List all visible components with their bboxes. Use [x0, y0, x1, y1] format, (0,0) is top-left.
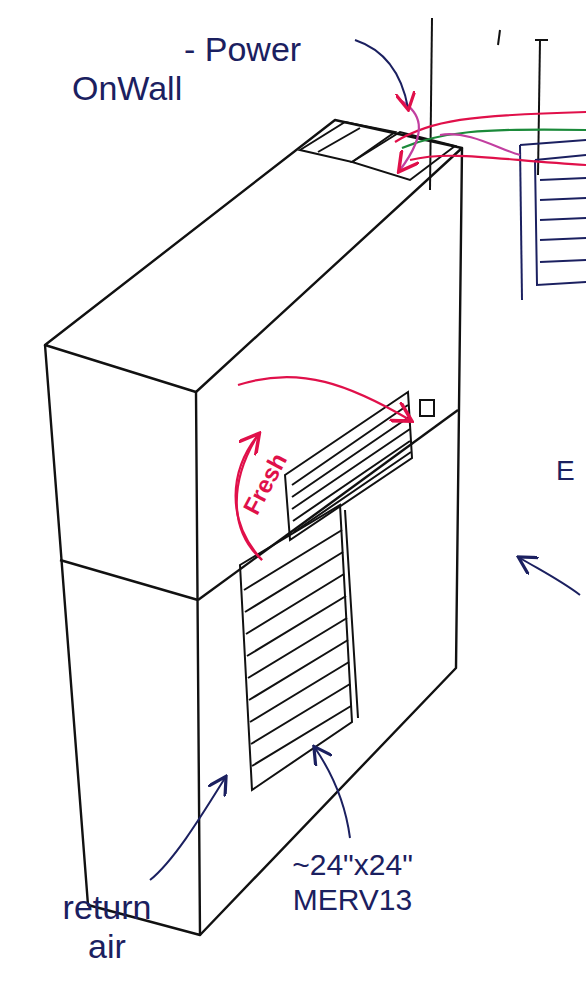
return-air-label: return air: [42, 888, 172, 966]
top-vents: [300, 122, 455, 180]
unit-housing: [45, 120, 462, 935]
power-note: - Power OnWall: [72, 30, 322, 108]
leader-lines: [150, 40, 580, 880]
power-wires: [395, 100, 586, 170]
supply-grille: [285, 392, 434, 540]
wall-lines: [430, 18, 548, 190]
filter-size: ~24"x24" MERV13: [255, 848, 450, 917]
cut-letter: E: [556, 455, 580, 487]
return-grille: [240, 505, 358, 790]
